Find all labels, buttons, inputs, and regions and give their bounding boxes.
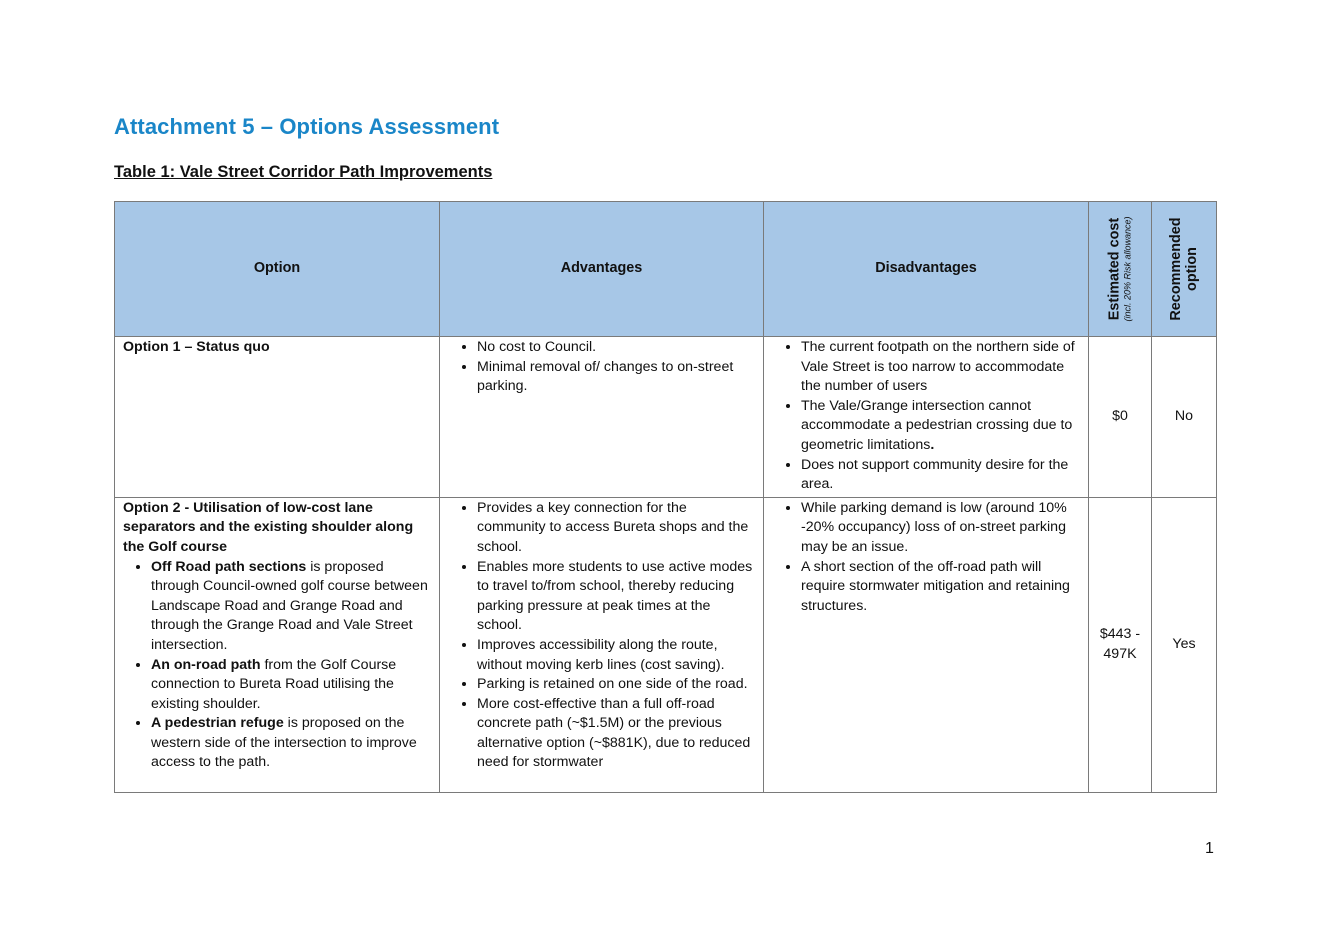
- header-cost-label: Estimated cost: [1106, 217, 1123, 321]
- point-text: from the Golf Course connection to Buret…: [151, 656, 397, 712]
- option-2-advantages: Provides a key connection for the commun…: [439, 496, 764, 793]
- point-bold: Off Road path sections: [151, 558, 307, 575]
- option-2-cost-line1: $443 -: [1099, 626, 1141, 643]
- list-item: More cost-effective than a full off-road…: [477, 695, 757, 773]
- list-item: Does not support community desire for th…: [801, 456, 1082, 495]
- header-disadvantages: Disadvantages: [763, 201, 1089, 337]
- option-2-title: Option 2 - Utilisation of low-cost lane …: [123, 499, 414, 555]
- list-item: A pedestrian refuge is proposed on the w…: [151, 714, 431, 773]
- header-recommended-line1: Recommended: [1168, 217, 1184, 321]
- list-item: No cost to Council.: [477, 338, 757, 358]
- point-text: is proposed through Council-owned golf c…: [151, 558, 428, 653]
- table-row-option-1: Option 1 – Status quo No cost to Council…: [114, 336, 1217, 498]
- option-1-cell: Option 1 – Status quo: [114, 336, 440, 498]
- option-2-cost: $443 - 497K: [1088, 496, 1152, 793]
- header-estimated-cost: Estimated cost (incl. 20% Risk allowance…: [1088, 201, 1152, 337]
- options-table: Option Advantages Disadvantages Estimate…: [114, 201, 1217, 793]
- page-number: 1: [1205, 840, 1214, 857]
- option-1-title: Option 1 – Status quo: [123, 339, 270, 355]
- header-advantages: Advantages: [439, 201, 764, 337]
- header-recommended-line2: option: [1184, 247, 1200, 291]
- list-item: Enables more students to use active mode…: [477, 558, 757, 636]
- point-bold: A pedestrian refuge: [151, 715, 284, 732]
- list-item: The current footpath on the northern sid…: [801, 338, 1082, 397]
- list-item: While parking demand is low (around 10% …: [801, 499, 1082, 558]
- page-title: Attachment 5 – Options Assessment: [114, 114, 500, 139]
- header-recommended-option: Recommended option: [1151, 201, 1217, 337]
- header-cost-note: (incl. 20% Risk allowance): [1122, 216, 1133, 322]
- list-item: Parking is retained on one side of the r…: [477, 675, 757, 695]
- option-1-recommended: No: [1151, 336, 1217, 498]
- option-2-disadvantages: While parking demand is low (around 10% …: [763, 496, 1089, 793]
- list-item: Off Road path sections is proposed throu…: [151, 558, 431, 656]
- point-text: is proposed on the western side of the i…: [151, 715, 417, 771]
- table-caption: Table 1: Vale Street Corridor Path Impro…: [114, 163, 493, 181]
- list-item: An on-road path from the Golf Course con…: [151, 656, 431, 715]
- list-item: Minimal removal of/ changes to on-street…: [477, 358, 757, 397]
- list-item: Provides a key connection for the commun…: [477, 499, 757, 558]
- table-row-option-2: Option 2 - Utilisation of low-cost lane …: [114, 496, 1217, 793]
- table-header-row: Option Advantages Disadvantages Estimate…: [114, 201, 1217, 337]
- header-option: Option: [114, 201, 440, 337]
- option-1-disadvantages: The current footpath on the northern sid…: [763, 336, 1089, 498]
- option-2-cell: Option 2 - Utilisation of low-cost lane …: [114, 496, 440, 793]
- list-item: Improves accessibility along the route, …: [477, 636, 757, 675]
- option-2-recommended: Yes: [1151, 496, 1217, 793]
- list-item: A short section of the off-road path wil…: [801, 558, 1082, 617]
- option-1-advantages: No cost to Council. Minimal removal of/ …: [439, 336, 764, 498]
- option-1-cost: $0: [1088, 336, 1152, 498]
- option-2-cost-line2: 497K: [1103, 645, 1137, 662]
- list-item: The Vale/Grange intersection cannot acco…: [801, 397, 1082, 456]
- point-bold: An on-road path: [151, 656, 261, 673]
